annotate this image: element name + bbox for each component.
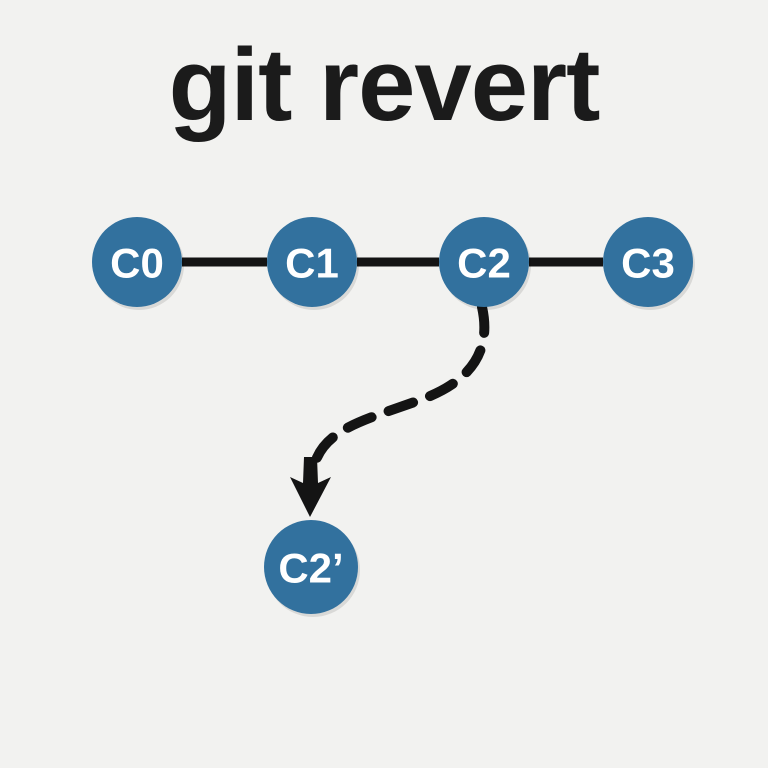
node-circle-c0[interactable] — [92, 217, 182, 307]
node-label-c1: C1 — [285, 240, 339, 287]
node-circle-c2-prime[interactable] — [264, 520, 358, 614]
node-label-c0: C0 — [110, 240, 164, 287]
revert-arrow — [290, 302, 490, 517]
commit-node-c1[interactable]: C1 — [267, 217, 359, 310]
revert-arrow-path — [307, 302, 490, 483]
node-circle-c3[interactable] — [603, 217, 693, 307]
node-circle-c2[interactable] — [439, 217, 529, 307]
node-label-c3: C3 — [621, 240, 675, 287]
node-label-c2: C2 — [457, 240, 511, 287]
revert-arrow-head — [290, 457, 331, 517]
page-title: git revert — [168, 27, 601, 142]
node-circle-c1[interactable] — [267, 217, 357, 307]
commit-node-c0[interactable]: C0 — [92, 217, 184, 310]
commit-node-c3[interactable]: C3 — [603, 217, 695, 310]
commit-node-c2-prime[interactable]: C2’ — [264, 520, 360, 617]
node-label-c2-prime: C2’ — [278, 545, 343, 592]
commit-node-c2[interactable]: C2 — [439, 217, 531, 310]
